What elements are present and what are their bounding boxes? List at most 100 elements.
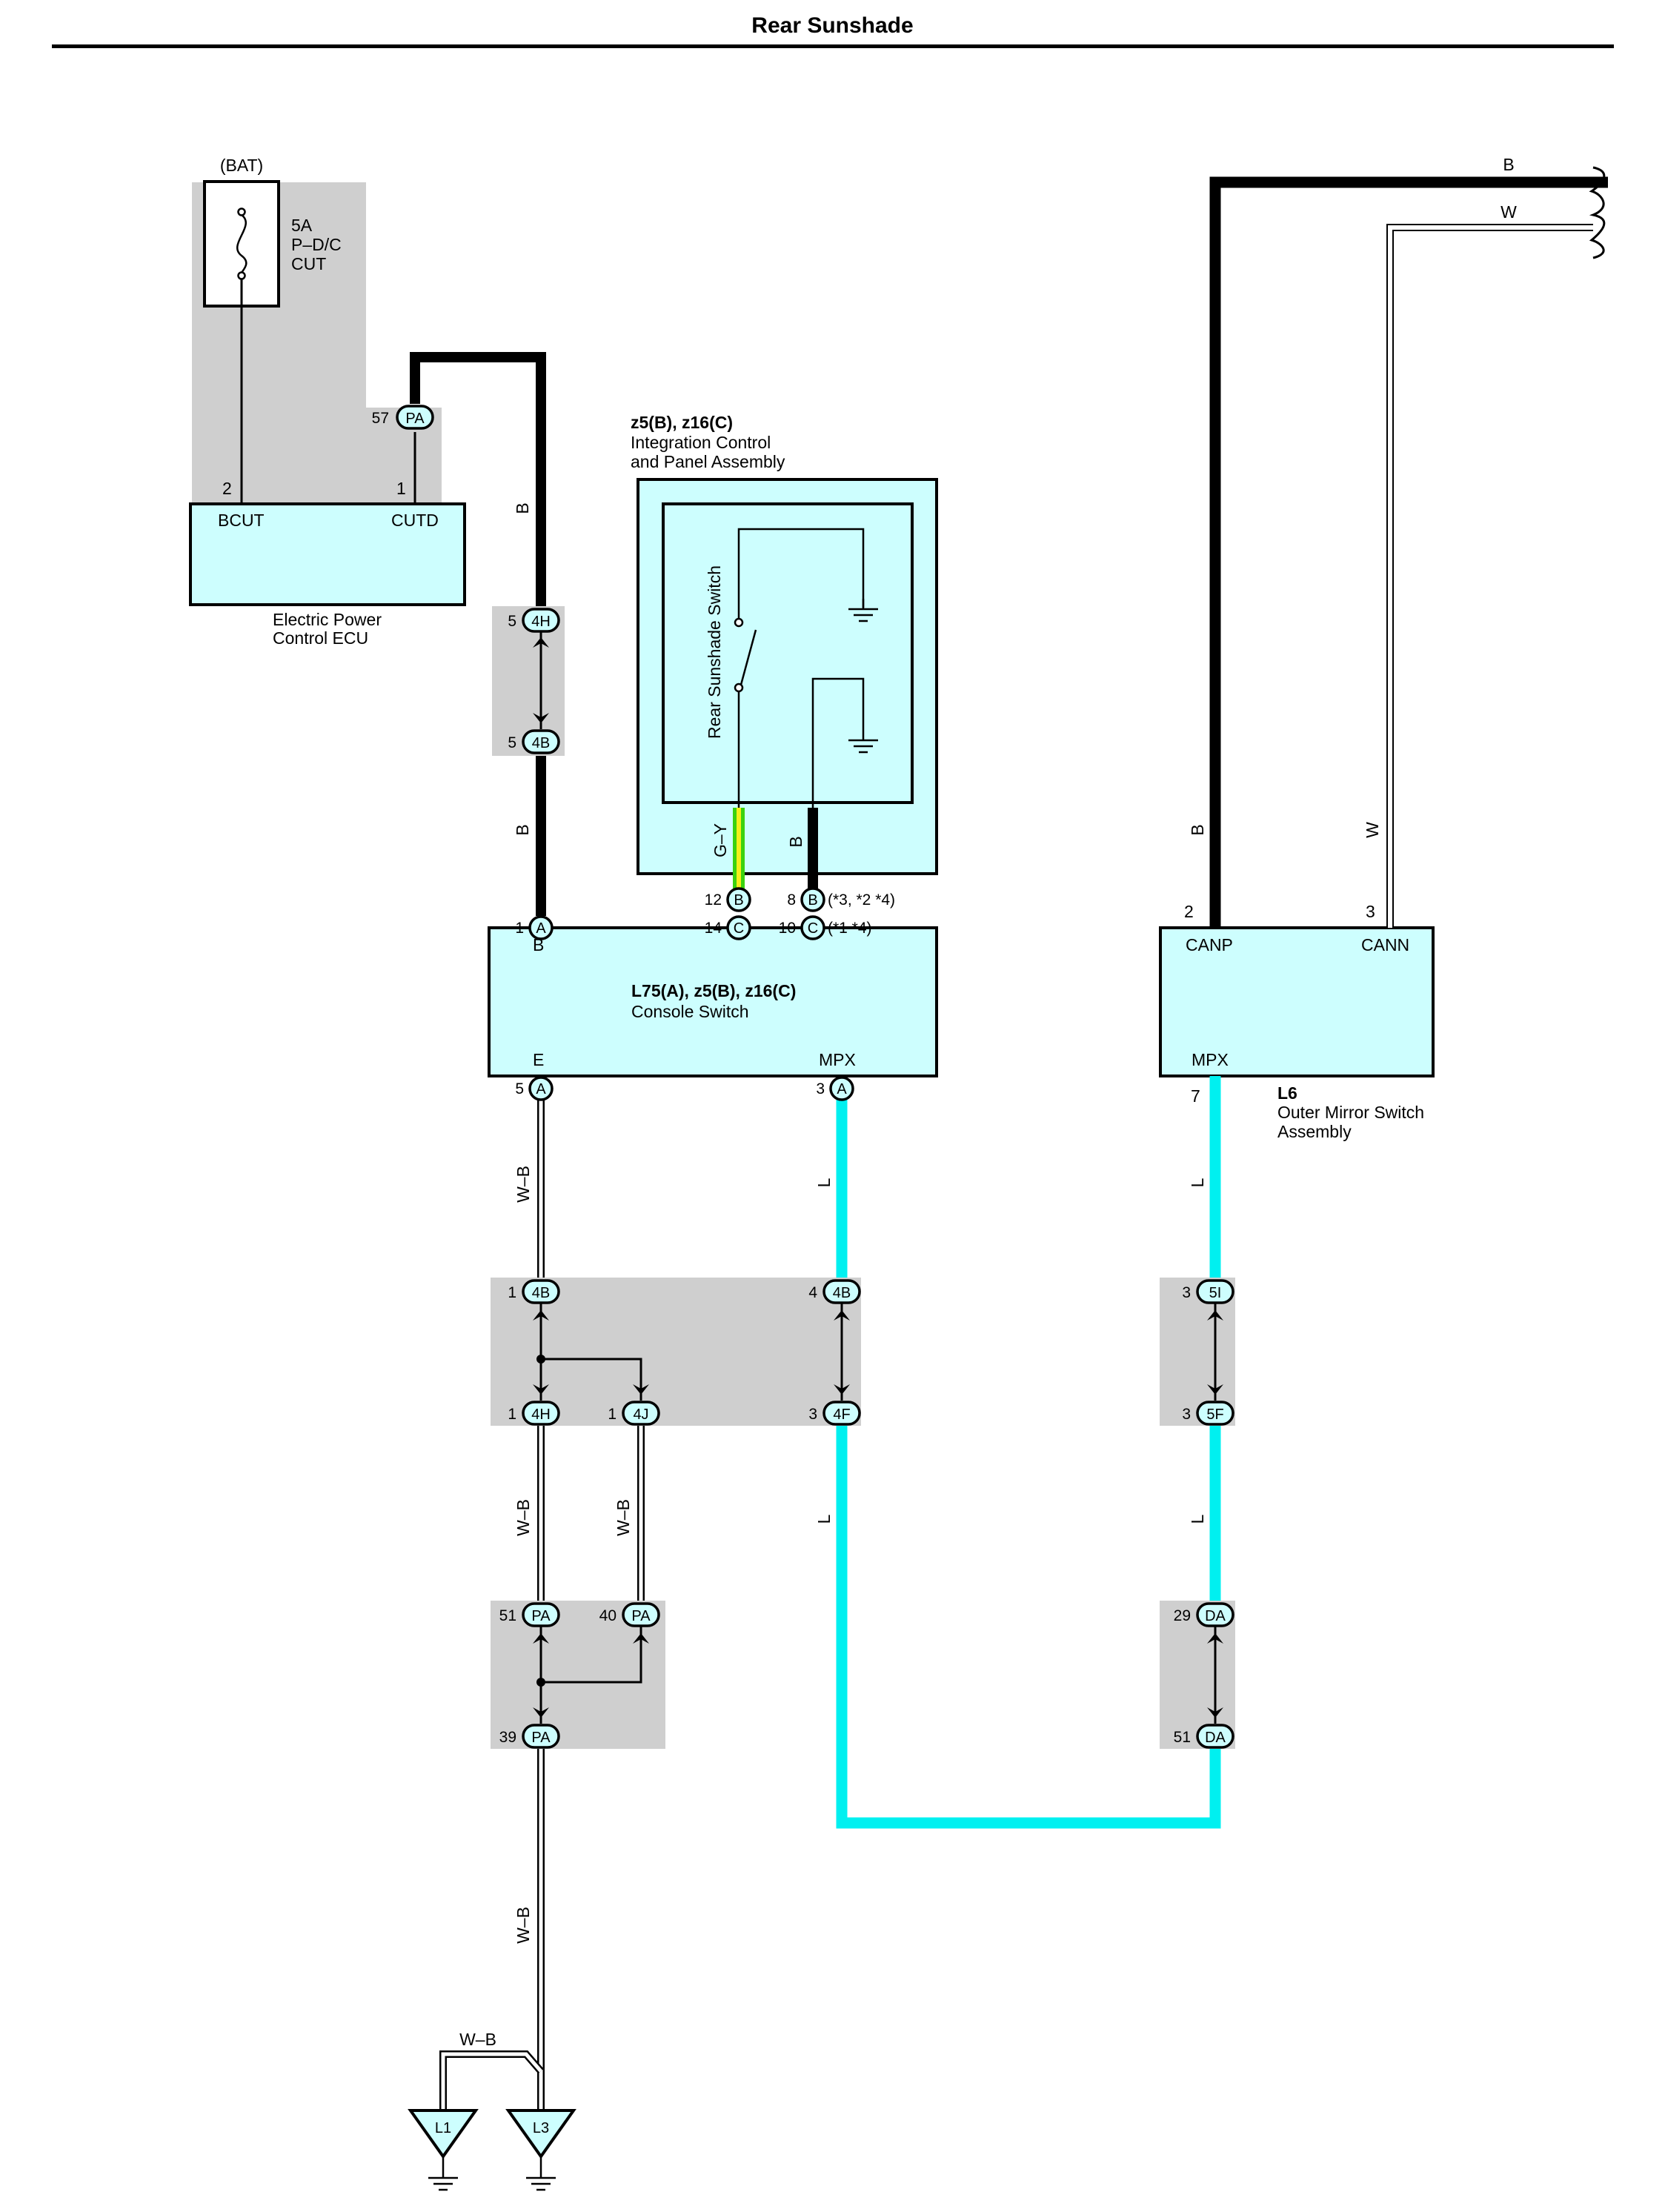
connector-3-4f-id: 4F <box>833 1406 850 1423</box>
connector-1-4b-pin: 1 <box>508 1284 516 1301</box>
connector-console-5-a: A 5 <box>515 1076 554 1101</box>
connector-3-4f-pin: 3 <box>808 1406 817 1423</box>
wire-label-w-b-1: W–B <box>514 1166 533 1203</box>
connector-1-4h-pin: 1 <box>508 1406 516 1423</box>
connector-5-4b-id: 4B <box>532 735 550 751</box>
wire-w-cann <box>1386 224 1593 928</box>
integration-panel-code: z5(B), z16(C) <box>631 413 733 432</box>
wire-label-l-4: L <box>1188 1514 1207 1524</box>
connector-51-da-id: DA <box>1205 1730 1226 1746</box>
connector-pa-57: PA 57 <box>372 405 434 430</box>
connector-console-10-c-id: C <box>808 920 818 937</box>
connector-29-da-pin: 29 <box>1174 1607 1191 1624</box>
mirror-terminal-cann: CANN <box>1361 935 1409 954</box>
mirror-pin-mpx: 7 <box>1191 1086 1200 1106</box>
connector-51-pa-id: PA <box>531 1608 551 1624</box>
ecu-pin-2-num: 2 <box>222 479 232 498</box>
arrow-up-icon <box>533 637 549 648</box>
ground-l1-label: L1 <box>435 2120 451 2136</box>
connector-console-10-c-pin: 10 <box>779 920 796 937</box>
ecu-pin-1-num: 1 <box>396 479 406 498</box>
junction-4b-links <box>533 1303 850 1401</box>
connector-1-4j-pin: 1 <box>608 1406 617 1423</box>
wire-color-labels: B B G–Y B B W B W W–B W–B W–B W–B W–B L … <box>459 155 1517 2049</box>
mirror-name-line1: Outer Mirror Switch <box>1277 1103 1424 1122</box>
ground-icon-l1 <box>427 2166 459 2191</box>
connector-51-pa-pin: 51 <box>499 1607 516 1624</box>
connector-39-pa-id: PA <box>531 1730 551 1746</box>
connector-1-4b-id: 4B <box>532 1285 550 1301</box>
wire-b-canp <box>1209 176 1608 928</box>
connector-3-5f-pin: 3 <box>1182 1406 1191 1423</box>
wire-label-w-b-3: W–B <box>614 1499 633 1536</box>
connector-5-4h-pin: 5 <box>508 613 516 630</box>
junction-right-links <box>1207 1303 1223 1724</box>
wire-w-b-main <box>439 1100 645 2110</box>
ground-icon-l3 <box>525 2166 557 2191</box>
connector-console-1-a: A 1 <box>515 915 554 940</box>
mirror-name-line2: Assembly <box>1277 1122 1352 1141</box>
wire-label-w-top: W <box>1501 202 1517 222</box>
ecu-pin-cutd-label: CUTD <box>391 511 439 530</box>
connector-3-5f-id: 5F <box>1206 1406 1223 1423</box>
wire-label-b-upper: B <box>513 502 532 514</box>
connector-console-10-c: C 10 (*1 *4) <box>779 915 872 940</box>
wire-label-l-3: L <box>1188 1178 1207 1187</box>
wire-label-b-lower: B <box>513 824 532 835</box>
connector-5-4b-pin: 5 <box>508 734 516 751</box>
connector-console-12-b-pin: 12 <box>705 891 722 909</box>
wire-label-l-1: L <box>814 1178 834 1187</box>
wire-label-b-pin8: B <box>786 836 805 847</box>
console-switch: B L75(A), z5(B), z16(C) Console Switch E… <box>488 926 938 1077</box>
connector-39-pa: PA 39 <box>499 1724 560 1749</box>
connector-51-da-pin: 51 <box>1174 1729 1191 1746</box>
connector-51-da: DA 51 <box>1174 1724 1234 1749</box>
mirror-terminal-canp: CANP <box>1186 935 1233 954</box>
connector-3-4f: 4F 3 <box>808 1401 861 1426</box>
integration-panel-name-line1: Integration Control <box>631 433 771 452</box>
connector-29-da: DA 29 <box>1174 1602 1234 1627</box>
connector-console-12-b-id: B <box>734 892 743 909</box>
connector-console-14-c-pin: 14 <box>705 920 722 937</box>
wire-b-main <box>410 352 546 606</box>
outer-mirror-switch-assembly: CANP CANN MPX L6 Outer Mirror Switch Ass… <box>1159 902 1435 1141</box>
connector-3-5i-pin: 3 <box>1182 1284 1191 1301</box>
connector-29-da-id: DA <box>1205 1608 1226 1624</box>
ground-l3-label: L3 <box>533 2120 549 2136</box>
connector-console-8-b-id: B <box>808 892 817 909</box>
wire-w-cann-core <box>1388 225 1593 928</box>
wire-label-w-b-4: W–B <box>514 1907 533 1944</box>
connector-console-5-a-id: A <box>536 1081 546 1097</box>
wire-l-mpx <box>836 1076 1221 1829</box>
console-terminal-e: E <box>533 1050 544 1069</box>
connector-console-8-b: B 8 (*3, *2 *4) <box>787 887 895 912</box>
connector-3-5i: 5I 3 <box>1182 1279 1234 1304</box>
fuse-name-line2: CUT <box>291 254 326 273</box>
fuse-source-label: (BAT) <box>220 156 263 175</box>
arrow-down-icon <box>533 713 549 723</box>
fuse-rating: 5A <box>291 216 313 235</box>
mirror-pin-canp: 2 <box>1184 902 1194 921</box>
wire-break-icon <box>1589 166 1606 259</box>
connector-1-4h: 4H 1 <box>508 1401 560 1426</box>
wire-label-g-y: G–Y <box>711 823 730 857</box>
mirror-terminal-mpx: MPX <box>1192 1050 1229 1069</box>
wire-label-b-top: B <box>1503 155 1514 174</box>
connector-40-pa: PA 40 <box>599 1602 660 1627</box>
connector-console-8-b-note: (*3, *2 *4) <box>828 891 895 909</box>
connector-console-1-a-id: A <box>536 920 546 937</box>
wire-label-l-2: L <box>814 1514 834 1524</box>
connector-4-4b: 4B 4 <box>808 1279 861 1304</box>
connector-console-3-a-id: A <box>837 1081 847 1097</box>
connector-3-5f: 5F 3 <box>1182 1401 1234 1426</box>
connector-pa-57-pin: 57 <box>372 410 389 427</box>
connector-5-4h-id: 4H <box>531 614 551 630</box>
integration-control-panel-assembly: z5(B), z16(C) Integration Control and Pa… <box>631 413 938 875</box>
connector-4-4b-id: 4B <box>833 1285 851 1301</box>
connector-39-pa-pin: 39 <box>499 1729 516 1746</box>
ecu-name-line2: Control ECU <box>273 628 368 648</box>
connector-5-4h: 4H 5 <box>508 608 560 633</box>
rear-sunshade-switch-label: Rear Sunshade Switch <box>705 565 724 739</box>
connector-3-5i-id: 5I <box>1209 1285 1222 1301</box>
